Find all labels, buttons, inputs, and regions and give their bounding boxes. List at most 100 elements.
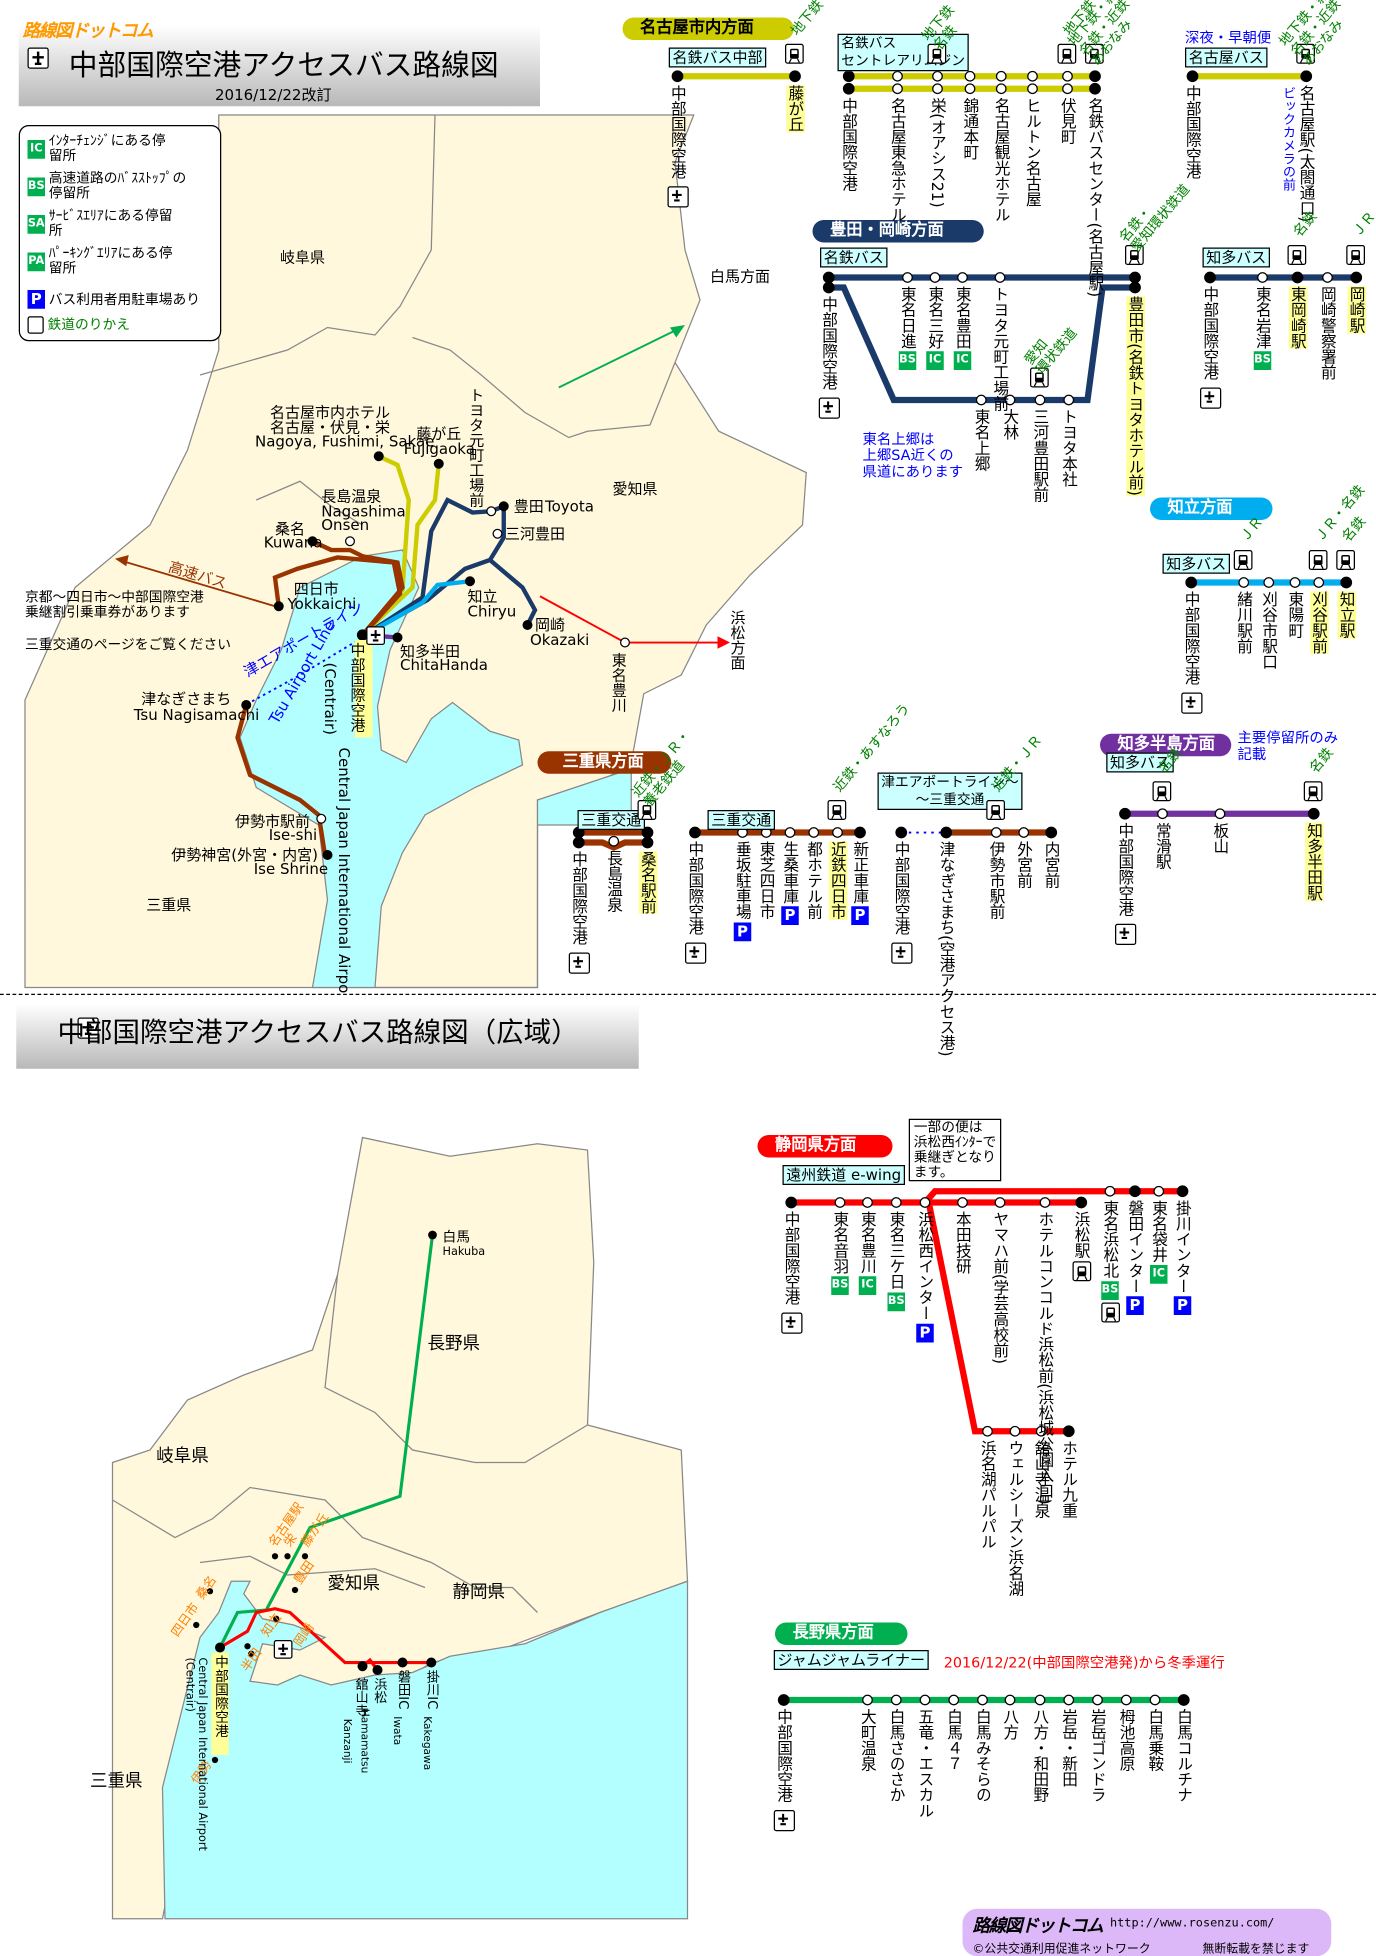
bus-stop[interactable] — [1009, 1425, 1021, 1437]
bus-stop[interactable] — [892, 83, 903, 95]
stop-name[interactable]: 磐田インター — [1125, 1200, 1145, 1294]
bus-stop[interactable] — [977, 1694, 988, 1706]
train-icon[interactable] — [785, 43, 804, 64]
stop-name[interactable]: 東名豊川 — [858, 1211, 877, 1274]
stop-name[interactable]: 生桑車庫 — [780, 841, 800, 904]
stop-name[interactable]: 中部国際空港 — [774, 1708, 794, 1803]
stop-name[interactable]: 名鉄バスセンター(名古屋駅) — [1085, 97, 1105, 298]
bus-stop[interactable] — [902, 272, 913, 283]
stop-name[interactable]: 板山 — [1210, 822, 1230, 854]
bus-stop[interactable] — [1035, 1425, 1047, 1437]
bus-stop[interactable] — [1062, 1425, 1075, 1438]
stop-name[interactable]: ホテル九重 — [1059, 1440, 1079, 1519]
stop-name[interactable]: 栄(オアシス21) — [928, 97, 947, 208]
train-icon[interactable] — [1296, 43, 1315, 64]
stop-name[interactable]: 東名浜松北 — [1100, 1200, 1120, 1279]
train-icon[interactable] — [927, 43, 947, 64]
bus-stop[interactable] — [1004, 1694, 1016, 1706]
bus-stop[interactable] — [1063, 394, 1075, 406]
stop-name[interactable]: 白馬コルチナ — [1174, 1708, 1194, 1803]
stop-name[interactable]: ヒルトン名古屋 — [1023, 97, 1042, 207]
stop-name[interactable]: 中部国際空港 — [839, 97, 859, 192]
bus-stop[interactable] — [1039, 1197, 1051, 1208]
stop-name[interactable]: 中部国際空港 — [668, 85, 687, 179]
bus-stop[interactable] — [1176, 1185, 1189, 1198]
stop-name[interactable]: 白馬４７ — [944, 1708, 964, 1772]
train-icon[interactable] — [1057, 43, 1077, 64]
stop-name[interactable]: 浜名湖パルパル — [978, 1440, 997, 1550]
bus-stop[interactable] — [854, 826, 866, 839]
stop-name[interactable]: トヨタ本社 — [1059, 408, 1079, 487]
stop-name[interactable]: 伏見町 — [1058, 97, 1077, 145]
stop-name[interactable]: 豊田市(名鉄トヨタホテル前) — [1125, 296, 1145, 496]
stop-name[interactable]: 岩岳・新田 — [1059, 1708, 1079, 1787]
bus-stop[interactable] — [572, 836, 585, 849]
stop-name[interactable]: 桑名駅前 — [638, 851, 657, 914]
bus-stop[interactable] — [975, 394, 987, 406]
bus-stop[interactable] — [1186, 70, 1199, 83]
stop-name[interactable]: 中部国際空港 — [781, 1211, 801, 1305]
stop-name[interactable]: 岩岳ゴンドラ — [1088, 1708, 1107, 1803]
stop-name[interactable]: 東名三ケ日 — [886, 1211, 906, 1290]
stop-name[interactable]: 岡崎駅 — [1346, 286, 1366, 334]
bus-stop[interactable] — [1119, 807, 1131, 820]
bus-stop[interactable] — [785, 1196, 798, 1209]
bus-stop[interactable] — [689, 826, 701, 839]
stop-name[interactable]: 東名音羽 — [830, 1211, 850, 1274]
bus-stop[interactable] — [994, 1197, 1006, 1208]
bus-stop[interactable] — [929, 272, 941, 283]
bus-stop[interactable] — [1104, 1185, 1116, 1197]
stop-name[interactable]: 白馬さのさか — [886, 1708, 906, 1803]
stop-name[interactable]: トヨタ元町工場前 — [990, 286, 1010, 412]
stop-name[interactable]: ヤマハ前(学芸高校前) — [990, 1211, 1010, 1365]
bus-stop[interactable] — [1214, 808, 1226, 820]
bus-stop[interactable] — [995, 83, 1007, 95]
stop-name[interactable]: 伊勢市駅前 — [986, 841, 1006, 920]
stop-name[interactable]: 新正車庫 — [850, 841, 870, 904]
bus-stop[interactable] — [1075, 1196, 1088, 1209]
bus-stop[interactable] — [982, 1425, 993, 1437]
stop-name[interactable]: 近鉄四日市 — [828, 841, 847, 920]
bus-stop[interactable] — [1018, 827, 1030, 838]
bus-stop[interactable] — [932, 83, 943, 95]
stop-name[interactable]: 津なぎさまち(空港アクセス港) — [936, 841, 956, 1057]
bus-stop[interactable] — [834, 1197, 846, 1208]
bus-stop[interactable] — [1300, 70, 1313, 83]
stop-name[interactable]: 東名三好 — [925, 286, 945, 349]
stop-name[interactable]: 掛川インター — [1173, 1200, 1192, 1294]
stop-name[interactable]: 大町温泉 — [858, 1708, 877, 1772]
stop-name[interactable]: 中部国際空港 — [1115, 822, 1135, 917]
bus-stop[interactable] — [892, 70, 903, 82]
stop-name[interactable]: 緒川駅前 — [1234, 591, 1254, 654]
footer-logo[interactable]: 路線図ドットコム — [972, 1916, 1104, 1937]
stop-name[interactable]: ウェルシーズン浜名湖 — [1005, 1440, 1025, 1597]
stop-name[interactable]: 長島温泉 — [604, 850, 624, 913]
stop-name[interactable]: 白馬みそらの — [973, 1708, 992, 1803]
stop-name[interactable]: 栂池高原 — [1116, 1708, 1136, 1772]
bus-stop[interactable] — [1027, 83, 1038, 95]
bus-stop[interactable] — [1291, 271, 1304, 284]
stop-name[interactable]: 岡崎警察署前 — [1318, 286, 1337, 380]
stop-name[interactable]: 本田技研 — [953, 1211, 972, 1274]
bus-stop[interactable] — [1129, 271, 1141, 284]
bus-stop[interactable] — [1350, 271, 1363, 284]
bus-stop[interactable] — [1307, 807, 1320, 820]
stop-name[interactable]: 三河豊田駅前 — [1030, 408, 1050, 503]
bus-stop[interactable] — [1149, 1694, 1161, 1706]
train-icon[interactable] — [1346, 245, 1365, 265]
stop-name[interactable]: 中部国際空港 — [1183, 85, 1202, 179]
bus-stop[interactable] — [1089, 70, 1101, 83]
stop-name[interactable]: 中部国際空港 — [569, 851, 589, 945]
bus-stop[interactable] — [842, 70, 855, 83]
stop-name[interactable]: 常滑駅 — [1153, 822, 1172, 870]
bus-stop[interactable] — [994, 272, 1006, 283]
train-icon[interactable] — [827, 800, 847, 820]
bus-stop[interactable] — [1027, 70, 1038, 82]
stop-name[interactable]: 知多半田駅 — [1304, 822, 1324, 901]
stop-name[interactable]: 中部国際空港 — [1181, 591, 1201, 685]
stop-name[interactable]: 名古屋駅(太閤通口) — [1296, 85, 1316, 223]
stop-name[interactable]: 錦通本町 — [960, 97, 980, 161]
stop-name[interactable]: 白馬乗鞍 — [1145, 1708, 1165, 1772]
train-icon[interactable] — [1030, 367, 1049, 388]
bus-stop[interactable] — [862, 1694, 873, 1706]
